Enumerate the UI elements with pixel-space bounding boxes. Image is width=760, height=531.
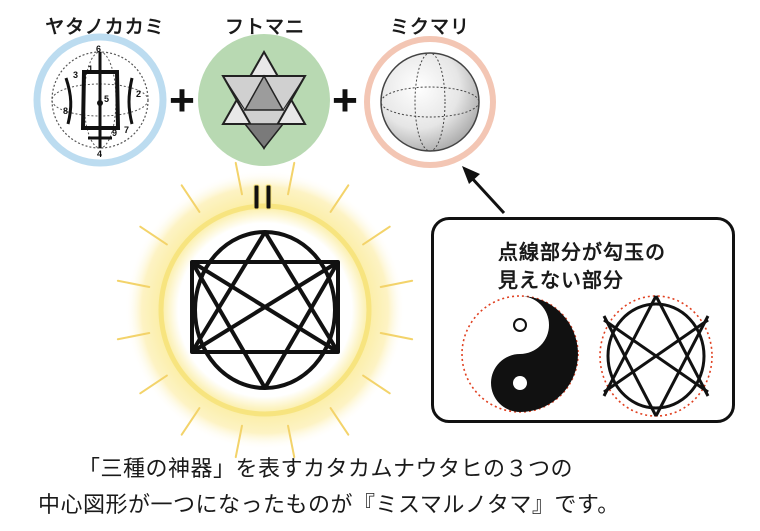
- misumaru-line-2: [263, 230, 340, 354]
- yata-num-5: 5: [104, 94, 109, 104]
- star-left-face: [222, 75, 246, 111]
- misumaru-line-4: [263, 260, 340, 390]
- glow-ray: [234, 161, 243, 196]
- misumaru-line-1: [190, 230, 267, 354]
- label-yatanokakami: ヤタノカカミ: [45, 16, 165, 38]
- sphere-dotted-equator: [380, 86, 480, 118]
- yatanokakami-figure: 6 1 3 5 2 8 9 7 4: [33, 33, 167, 167]
- star-center-face: [243, 74, 285, 111]
- yata-num-2: 2: [136, 89, 141, 99]
- star-line-2: [654, 295, 710, 397]
- glow-ray: [287, 424, 296, 459]
- star-line-6: [603, 318, 709, 394]
- plus-sign-1: +: [168, 80, 197, 120]
- caption: 「三種の神器」を表すカタカムナウタヒの３つの 中心図形が一つになったものが『ミス…: [38, 452, 738, 524]
- glow-halo: [125, 170, 405, 450]
- glow-ray: [362, 374, 391, 395]
- callout-canvas: [461, 295, 713, 417]
- yata-left-arc: [64, 77, 73, 125]
- yata-num-7: 7: [124, 125, 129, 135]
- caption-line-1: 「三種の神器」を表すカタカムナウタヒの３つの: [78, 457, 574, 482]
- yinyang-bottom-dot: [513, 376, 527, 390]
- glow-ray: [180, 184, 201, 213]
- futomani-figure: [198, 34, 330, 166]
- star-solid-circle: [606, 302, 706, 410]
- glow-ring: [158, 203, 372, 417]
- glow-ray: [180, 407, 201, 436]
- misumaru-line-6: [190, 260, 340, 354]
- yinyang-top-dot-inner: [515, 320, 525, 330]
- glow-ray: [116, 332, 151, 341]
- sphere-dotted-meridian: [414, 52, 446, 152]
- glow-ray: [379, 279, 414, 288]
- callout-arrow-line: [468, 174, 506, 215]
- yata-center-dot: [97, 100, 103, 106]
- yata-num-1: 1: [88, 64, 93, 74]
- star-line-3: [602, 315, 658, 417]
- yin-yang-figure: [461, 295, 579, 413]
- yata-center-square: [80, 70, 121, 130]
- callout-box: 点線部分が勾玉の 見えない部分: [431, 217, 735, 423]
- callout-star-figure: [599, 295, 713, 417]
- callout-line-1: 点線部分が勾玉の: [498, 240, 666, 264]
- yata-num-4: 4: [97, 149, 102, 159]
- glow-ray: [362, 225, 391, 246]
- star-right-face: [282, 75, 306, 111]
- misumaru-rectangle: [190, 260, 340, 354]
- yata-num-8: 8: [63, 106, 68, 116]
- label-futomani: フトマニ: [224, 16, 305, 38]
- glow-ray: [139, 225, 168, 246]
- glow-ray: [329, 407, 350, 436]
- callout-arrow-head: [462, 166, 480, 184]
- star-line-1: [602, 295, 658, 397]
- glow-ray: [234, 424, 243, 459]
- misumaru-glow: [116, 161, 414, 459]
- glow-ray: [139, 374, 168, 395]
- star-bottom-face: [243, 123, 285, 150]
- glow-ray: [116, 279, 151, 288]
- callout-text: 点線部分が勾玉の 見えない部分: [498, 238, 666, 294]
- yata-num-6: 6: [96, 44, 101, 54]
- caption-line-2: 中心図形が一つになったものが『ミスマルノタマ』です。: [38, 493, 620, 518]
- label-mikumari: ミクマリ: [389, 16, 470, 38]
- callout-line-2: 見えない部分: [498, 268, 624, 292]
- equals-sign: [253, 184, 272, 210]
- yinyang-black-half: [491, 296, 578, 412]
- glow-ray: [379, 332, 414, 341]
- misumaru-line-3: [190, 260, 267, 390]
- misumaru-figure: [190, 230, 340, 390]
- yata-right-arc: [127, 77, 134, 125]
- plus-sign-2: +: [331, 80, 360, 120]
- glow-ray: [329, 184, 350, 213]
- glow-rays: [116, 161, 414, 459]
- mikumari-figure: [364, 36, 496, 168]
- yata-num-3: 3: [73, 70, 78, 80]
- glow-ray: [287, 161, 296, 196]
- yata-num-9: 9: [112, 128, 117, 138]
- mikumari-sphere: [380, 52, 480, 152]
- star-line-4: [654, 315, 710, 417]
